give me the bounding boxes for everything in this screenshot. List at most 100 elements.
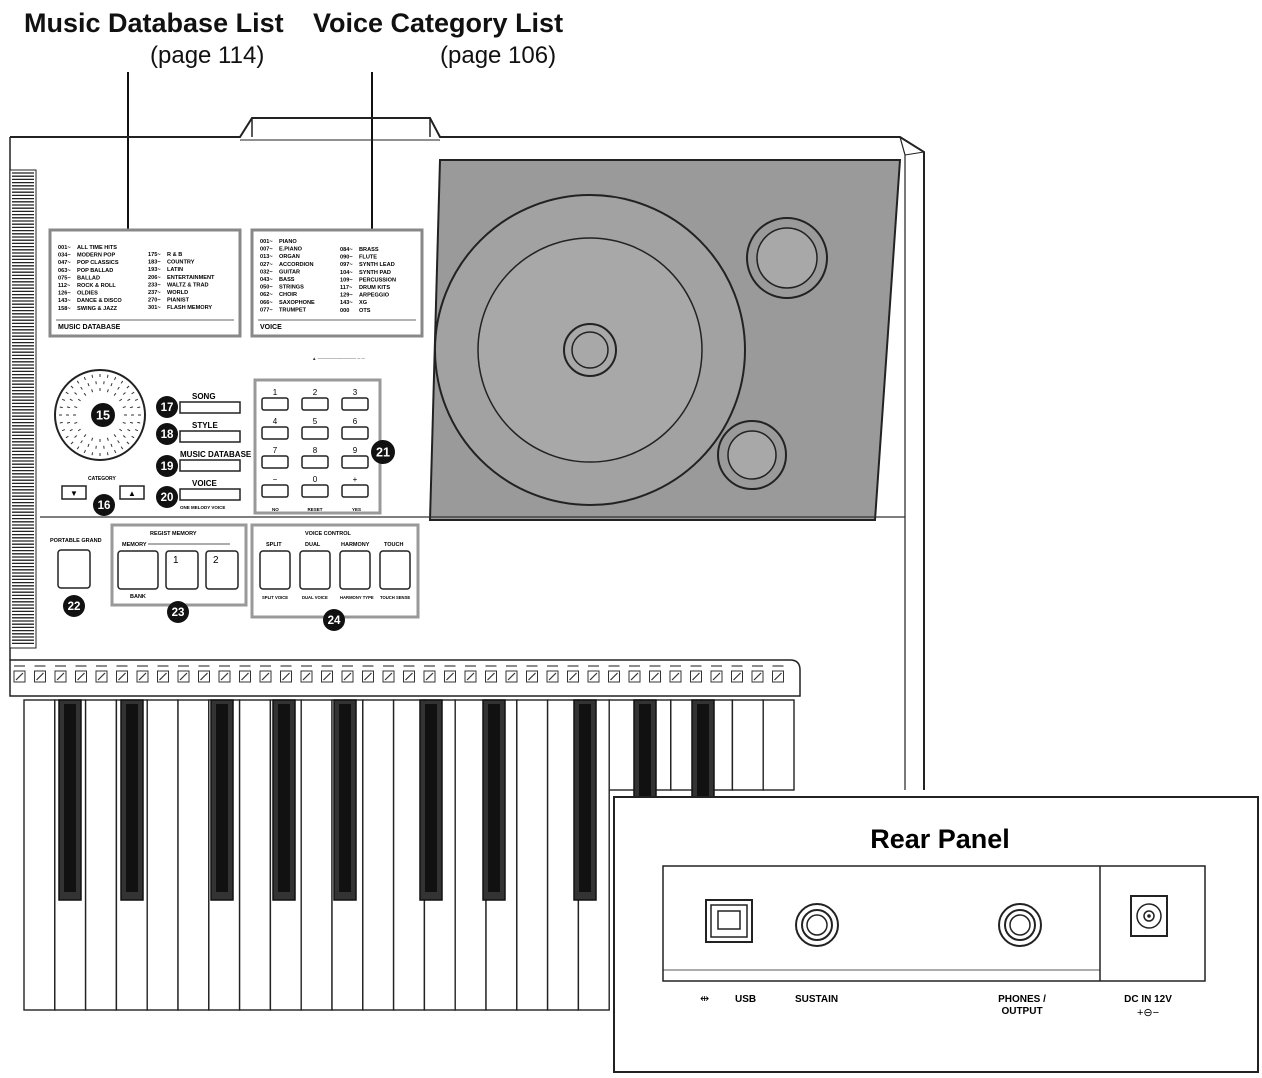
numpad-label: 2 [313, 388, 318, 397]
white-key[interactable] [23, 699, 56, 1011]
song-button[interactable] [179, 401, 241, 414]
dial-tick [65, 391, 69, 395]
dial-tick [137, 406, 141, 409]
usb-label: USB [735, 994, 756, 1005]
numpad-key[interactable] [341, 426, 369, 440]
voice-item-num: 043~ [260, 277, 273, 283]
dial-tick [106, 452, 109, 456]
dial-tick [122, 435, 126, 438]
category-down-button[interactable] [61, 485, 87, 500]
memory-1-button[interactable] [165, 550, 199, 590]
numpad-key[interactable] [301, 397, 329, 411]
dial-tick [61, 429, 66, 432]
split-label: SPLIT [266, 542, 282, 548]
white-key[interactable] [177, 699, 210, 1011]
music-db-item-num: 270~ [148, 298, 161, 304]
voice-item-num: 129~ [340, 293, 353, 299]
category-up-button[interactable] [119, 485, 145, 500]
voice-item-name: PERCUSSION [359, 277, 396, 283]
voice-category-list: 001~PIANO007~E.PIANO013~ORGAN027~ACCORDI… [250, 228, 424, 338]
voice-item-name: ARPEGGIO [359, 293, 390, 299]
dial-tick [137, 421, 141, 424]
numpad-key[interactable] [301, 455, 329, 469]
callout-badge [63, 595, 85, 617]
dial-tick [113, 434, 117, 438]
white-key[interactable] [238, 699, 272, 1011]
dial-tick [106, 374, 109, 378]
white-key[interactable] [454, 699, 487, 1011]
numpad-key[interactable] [341, 455, 369, 469]
numpad-key[interactable] [341, 397, 369, 411]
voice-item-num: 143~ [340, 300, 353, 306]
black-key-top [579, 704, 591, 892]
white-key[interactable] [84, 699, 118, 1011]
dual-button[interactable] [299, 550, 331, 590]
white-key[interactable] [731, 699, 764, 791]
dial-tick [126, 441, 130, 445]
numpad-key[interactable] [261, 455, 289, 469]
dial-tick [119, 428, 123, 432]
white-key[interactable] [300, 699, 333, 1011]
dial-tick [114, 449, 117, 454]
callout-number: 17 [161, 402, 174, 414]
phones-label-line1: PHONES / [998, 994, 1046, 1005]
dial-tick [110, 443, 113, 447]
white-key[interactable] [146, 699, 179, 1011]
voice-item-num: 084~ [340, 247, 353, 253]
mode-buttons: SONG STYLE MUSIC DATABASE VOICE ONE MELO… [179, 392, 252, 510]
dial-tick [77, 428, 81, 432]
numpad-key[interactable] [261, 397, 289, 411]
numpad-key[interactable] [261, 484, 289, 498]
regist-memory-label: REGIST MEMORY [150, 531, 197, 537]
music-db-item-name: DANCE & DISCO [77, 298, 122, 304]
dial-tick [76, 380, 80, 384]
numpad-key[interactable] [301, 426, 329, 440]
portable-grand-label: PORTABLE GRAND [50, 538, 102, 544]
memory-2-button[interactable] [205, 550, 239, 590]
music-db-item-name: ALL TIME HITS [77, 245, 117, 251]
music-db-item-num: 175~ [148, 252, 161, 258]
callout-badge [93, 494, 115, 516]
music-database-button[interactable] [179, 459, 241, 472]
numpad-label: 7 [273, 446, 278, 455]
harmony-button[interactable] [339, 550, 371, 590]
phones-output-jack[interactable] [998, 903, 1042, 947]
numpad-key[interactable] [341, 484, 369, 498]
sustain-jack[interactable] [795, 903, 839, 947]
dc-in-jack[interactable] [1130, 895, 1168, 937]
voice-control-group: VOICE CONTROL SPLIT DUAL HARMONY TOUCH S… [250, 523, 420, 619]
numpad-key[interactable] [301, 484, 329, 498]
dual-label: DUAL [305, 542, 321, 548]
split-button[interactable] [259, 550, 291, 590]
dial-tick [59, 406, 63, 409]
numpad-key[interactable] [261, 426, 289, 440]
white-key[interactable] [516, 699, 549, 1011]
keyboard-keys [23, 699, 795, 1011]
touch-button[interactable] [379, 550, 411, 590]
white-key[interactable] [362, 699, 395, 1011]
voice-item-num: 062~ [260, 292, 273, 298]
dial-tick [74, 392, 78, 395]
reset-label: RESET [307, 507, 322, 512]
voice-item-num: 027~ [260, 262, 273, 268]
white-key[interactable] [762, 699, 795, 791]
callout-number: 21 [376, 446, 390, 460]
numpad-label: 4 [273, 417, 278, 426]
style-button[interactable] [179, 430, 241, 443]
music-db-item-num: 301~ [148, 305, 161, 311]
music-db-item-num: 237~ [148, 290, 161, 296]
music-db-item-num: 158~ [58, 306, 71, 312]
usb-port[interactable] [705, 899, 753, 943]
voice-item-name: DRUM KITS [359, 285, 390, 291]
voice-item-name: PIANO [279, 239, 297, 245]
portable-grand-button[interactable] [57, 549, 91, 589]
memory-button[interactable] [117, 550, 159, 590]
voice-button[interactable] [179, 488, 241, 501]
voice-category-page-ref: (page 106) [440, 42, 557, 69]
voice-item-num: 007~ [260, 247, 273, 253]
numpad-label: 5 [313, 417, 318, 426]
dial-tick [66, 406, 71, 409]
callout-badge [371, 440, 395, 464]
voice-item-name: TRUMPET [279, 307, 307, 313]
portable-grand-group: PORTABLE GRAND [50, 538, 102, 589]
